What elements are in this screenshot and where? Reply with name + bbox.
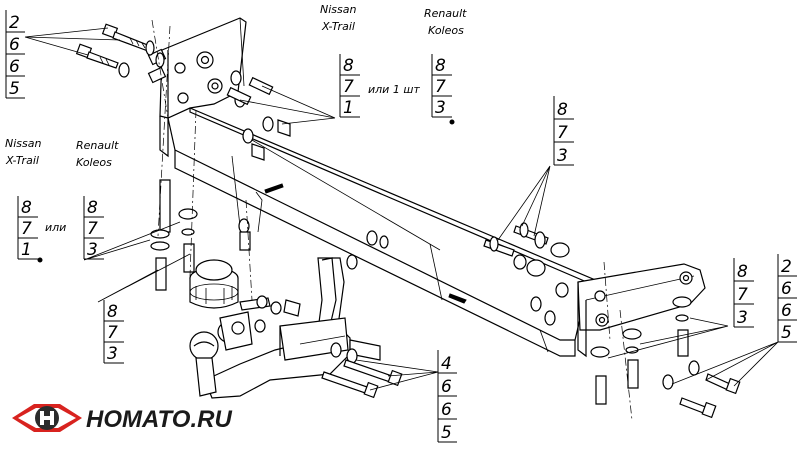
part-number: 3 [557, 146, 568, 166]
callout-left-mid-renault: 873 [83, 196, 104, 260]
tow-ball [189, 259, 239, 397]
fasteners-right-center [483, 222, 570, 326]
part-number: 6 [9, 57, 20, 77]
center-lines [151, 19, 633, 421]
renault-model: Koleos [428, 24, 464, 37]
vehicle-labels-left: Nissan X-Trail Renault Koleos [5, 137, 119, 169]
part-number: 6 [9, 35, 20, 55]
part-number: 8 [737, 262, 748, 282]
alt-one-piece-label: или 1 шт [368, 83, 420, 96]
part-number: 5 [441, 423, 452, 443]
fasteners-neck-right [321, 230, 403, 399]
part-number: 2 [9, 13, 20, 33]
callout-top-center: 871 [339, 54, 360, 118]
bolt-2 [75, 43, 119, 69]
part-number: 6 [781, 301, 792, 321]
part-number: 7 [87, 219, 98, 239]
renault-name: Renault [424, 7, 467, 20]
right-mounting-bracket [577, 263, 706, 358]
callout-bottom-center: 4 6 6 5 [437, 350, 457, 443]
part-number: 5 [9, 79, 20, 99]
part-number: 5 [781, 323, 792, 343]
callout-left-mid-nissan: 871 [17, 196, 38, 260]
part-number: 7 [343, 77, 354, 97]
part-number: 7 [557, 123, 568, 143]
part-number: 7 [435, 77, 446, 97]
part-number: 2 [781, 257, 792, 277]
part-number: 7 [107, 323, 118, 343]
fasteners-top-center [226, 70, 291, 161]
fasteners-left-lower [150, 179, 251, 291]
part-number: 7 [737, 285, 748, 305]
part-number: 6 [441, 377, 452, 397]
fasteners-right-lower [590, 296, 741, 419]
renault-model-left: Koleos [76, 156, 112, 169]
callout-left-low: 873 [103, 300, 124, 364]
part-number: 3 [87, 240, 98, 260]
part-number: 1 [21, 240, 32, 260]
callout-top-center-alt: 873 [431, 54, 452, 118]
part-number: 8 [435, 56, 446, 76]
renault-name-left: Renault [76, 139, 119, 152]
part-number: 3 [107, 344, 118, 364]
fasteners-center-left [239, 295, 301, 333]
crossbar-beam [167, 107, 602, 357]
part-number: 6 [781, 279, 792, 299]
part-number: 6 [441, 400, 452, 420]
nissan-name-left: Nissan [5, 137, 41, 150]
dot-marker [449, 119, 455, 125]
part-number: 8 [21, 198, 32, 218]
part-number: 3 [737, 308, 748, 328]
callout-right-mid: 8 7 3 [733, 258, 754, 328]
ball-mount-neck [204, 257, 381, 399]
dot-marker [37, 257, 43, 263]
callout-right-upper: 8 7 3 [553, 96, 574, 166]
nissan-name: Nissan [320, 3, 356, 16]
bolt-set-top-left [75, 23, 165, 78]
brand-name: HOMATO.RU [86, 406, 232, 433]
part-number: 8 [87, 198, 98, 218]
part-number: 3 [435, 98, 446, 118]
part-number: 8 [343, 56, 354, 76]
leader-lines [24, 27, 779, 391]
part-number: 7 [21, 219, 32, 239]
alt-label-left: или [45, 221, 66, 234]
part-number: 8 [557, 100, 568, 120]
homato-logo: HOMATO.RU [12, 404, 232, 433]
nissan-model: X-Trail [321, 20, 355, 33]
part-number: 1 [343, 98, 354, 118]
part-number: 4 [441, 354, 452, 374]
vehicle-labels-top: Nissan X-Trail Renault Koleos [320, 3, 467, 37]
bolt-1 [101, 23, 151, 52]
part-number: 8 [107, 302, 118, 322]
nissan-model-left: X-Trail [5, 154, 39, 167]
